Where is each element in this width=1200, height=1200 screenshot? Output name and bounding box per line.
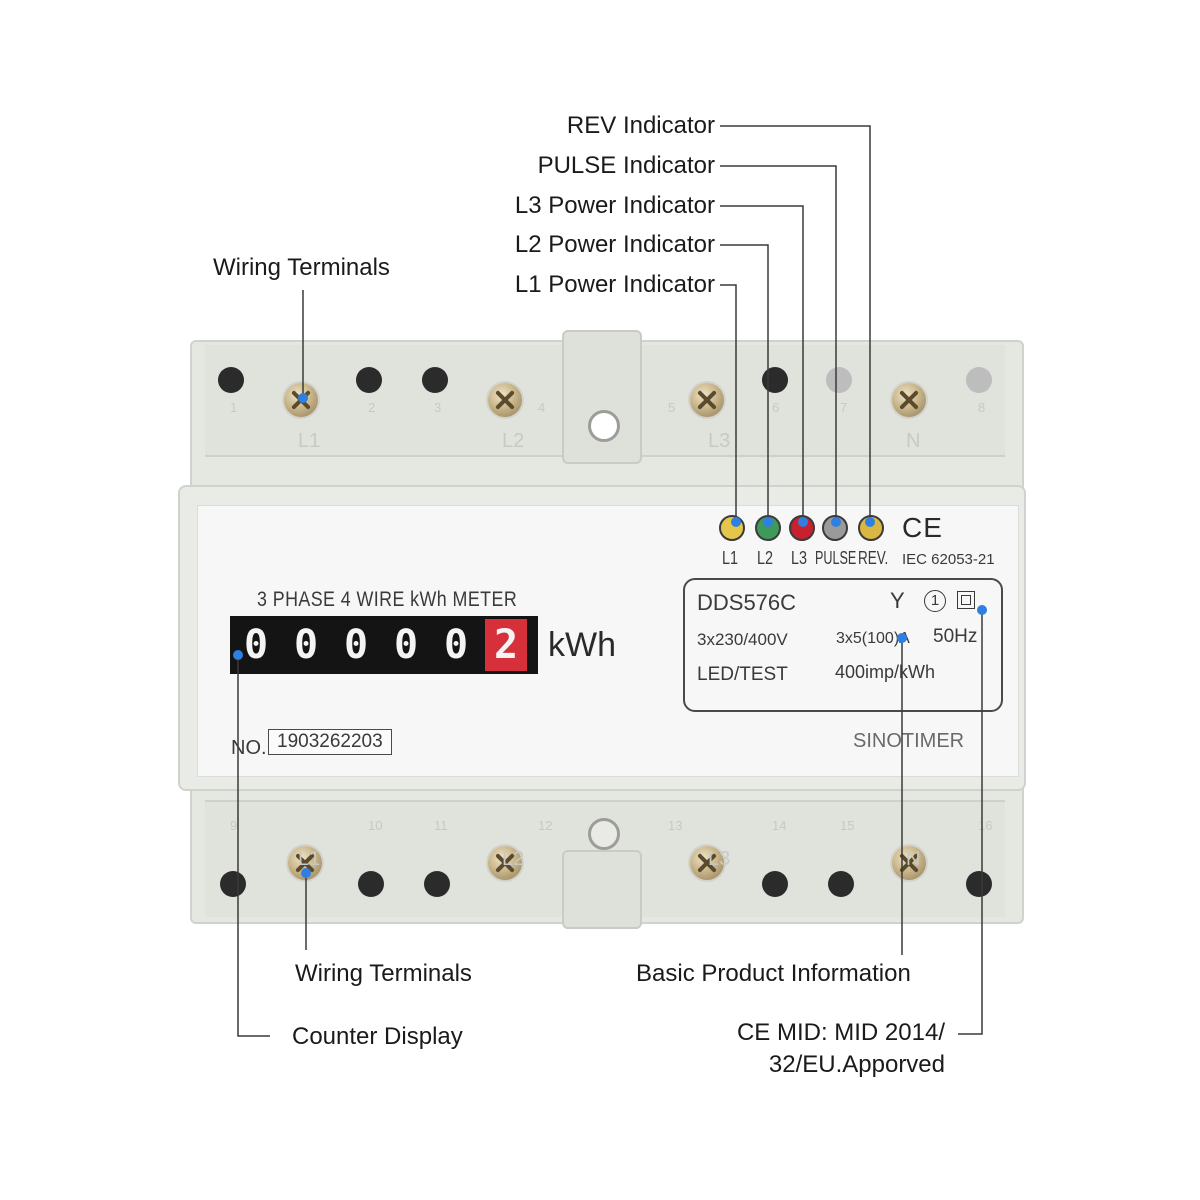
terminal-hole (966, 367, 992, 393)
terminal-label: 12 (538, 818, 553, 833)
led-label-l2: L2 (757, 548, 774, 568)
terminal-label: 2 (368, 400, 376, 415)
callout-counter-display: Counter Display (292, 1023, 463, 1050)
counter-digit: 0 (285, 619, 327, 671)
terminal-label: L3 (708, 430, 731, 452)
led-label-rev: REV. (858, 548, 889, 568)
terminal-label: 8 (978, 400, 986, 415)
callout-rev-indicator: REV Indicator (566, 112, 715, 139)
terminal-hole (826, 367, 852, 393)
counter-digit: 0 (335, 619, 377, 671)
serial-label: NO. (231, 737, 267, 759)
led-label-l1: L1 (722, 548, 739, 568)
callout-ce-mid-line1: CE MID: MID 2014/ (736, 1019, 945, 1046)
led-rev (858, 515, 884, 541)
terminal-hole (220, 871, 246, 897)
terminal-label: 11 (434, 818, 448, 833)
terminal-screw (284, 383, 318, 417)
terminal-hole (424, 871, 450, 897)
double-insulation-icon (957, 591, 975, 609)
callout-l3-indicator: L3 Power Indicator (514, 192, 715, 219)
terminal-hole (762, 367, 788, 393)
led-label-l3: L3 (791, 548, 808, 568)
counter-unit: kWh (548, 626, 616, 664)
terminal-label: L1 (298, 848, 321, 870)
terminal-label: 3 (434, 400, 442, 415)
terminal-label: L1 (298, 430, 321, 452)
callout-ce-mid-line2: 32/EU.Apporved (768, 1051, 945, 1078)
counter-digit: 0 (435, 619, 477, 671)
standard-label: IEC 62053-21 (902, 551, 995, 568)
terminal-label: 13 (668, 818, 683, 833)
led-pulse (822, 515, 848, 541)
terminal-label: 6 (772, 400, 780, 415)
frequency-rating: 50Hz (933, 626, 978, 647)
led-l1 (719, 515, 745, 541)
led-l3 (789, 515, 815, 541)
terminal-screw (892, 846, 926, 880)
top-din-clip (562, 330, 642, 464)
led-test-label: LED/TEST (697, 664, 788, 685)
info-box (683, 578, 1003, 712)
terminal-hole (966, 871, 992, 897)
terminal-hole (422, 367, 448, 393)
terminal-hole (828, 871, 854, 897)
bottom-din-clip (562, 850, 642, 929)
class-symbol: 1 (924, 590, 946, 612)
terminal-label: 7 (840, 400, 848, 415)
terminal-screw (488, 846, 522, 880)
terminal-hole (358, 871, 384, 897)
led-l2 (755, 515, 781, 541)
terminal-screw (488, 383, 522, 417)
counter-digit-decimal: 2 (485, 619, 527, 671)
terminal-label: L2 (502, 848, 525, 870)
counter-digit: 0 (235, 619, 277, 671)
terminal-label: L3 (708, 848, 731, 870)
voltage-rating: 3x230/400V (697, 630, 788, 649)
callout-basic-product-info: Basic Product Information (636, 960, 911, 987)
terminal-label: 10 (368, 818, 383, 833)
terminal-hole (762, 871, 788, 897)
callout-pulse-indicator: PULSE Indicator (537, 152, 715, 179)
terminal-label: N (906, 430, 921, 452)
terminal-screw (892, 383, 926, 417)
current-rating: 3x5(100)A (836, 630, 910, 647)
terminal-label: 4 (538, 400, 546, 415)
callout-l2-indicator: L2 Power Indicator (514, 231, 715, 258)
model-number: DDS576C (697, 590, 797, 615)
serial-number: 1903262203 (268, 729, 392, 755)
phase-symbol: Y (890, 588, 905, 613)
brand-name: SINOTIMER (853, 730, 965, 752)
terminal-label: 16 (978, 818, 993, 833)
meter-constant: 400imp/kWh (835, 662, 936, 682)
top-clip-hole (588, 410, 620, 442)
callout-wiring-terminals-bottom: Wiring Terminals (295, 960, 472, 987)
callout-l1-indicator: L1 Power Indicator (514, 271, 715, 298)
terminal-label: 15 (840, 818, 855, 833)
terminal-label: 14 (772, 818, 787, 833)
meter-title: 3 PHASE 4 WIRE kWh METER (257, 588, 518, 611)
terminal-hole (218, 367, 244, 393)
double-insulation-inner (961, 595, 971, 605)
terminal-hole (356, 367, 382, 393)
terminal-label: L2 (502, 430, 525, 452)
terminal-screw (690, 846, 724, 880)
terminal-screw (690, 383, 724, 417)
callout-wiring-terminals-top: Wiring Terminals (213, 254, 390, 281)
terminal-label: N (906, 848, 921, 870)
ce-mark: CE (902, 512, 943, 543)
terminal-label: 1 (230, 400, 238, 415)
led-label-pulse: PULSE (815, 548, 857, 568)
terminal-label: 9 (230, 818, 238, 833)
counter-digit: 0 (385, 619, 427, 671)
terminal-label: 5 (668, 400, 676, 415)
bottom-clip-hole (588, 818, 620, 850)
